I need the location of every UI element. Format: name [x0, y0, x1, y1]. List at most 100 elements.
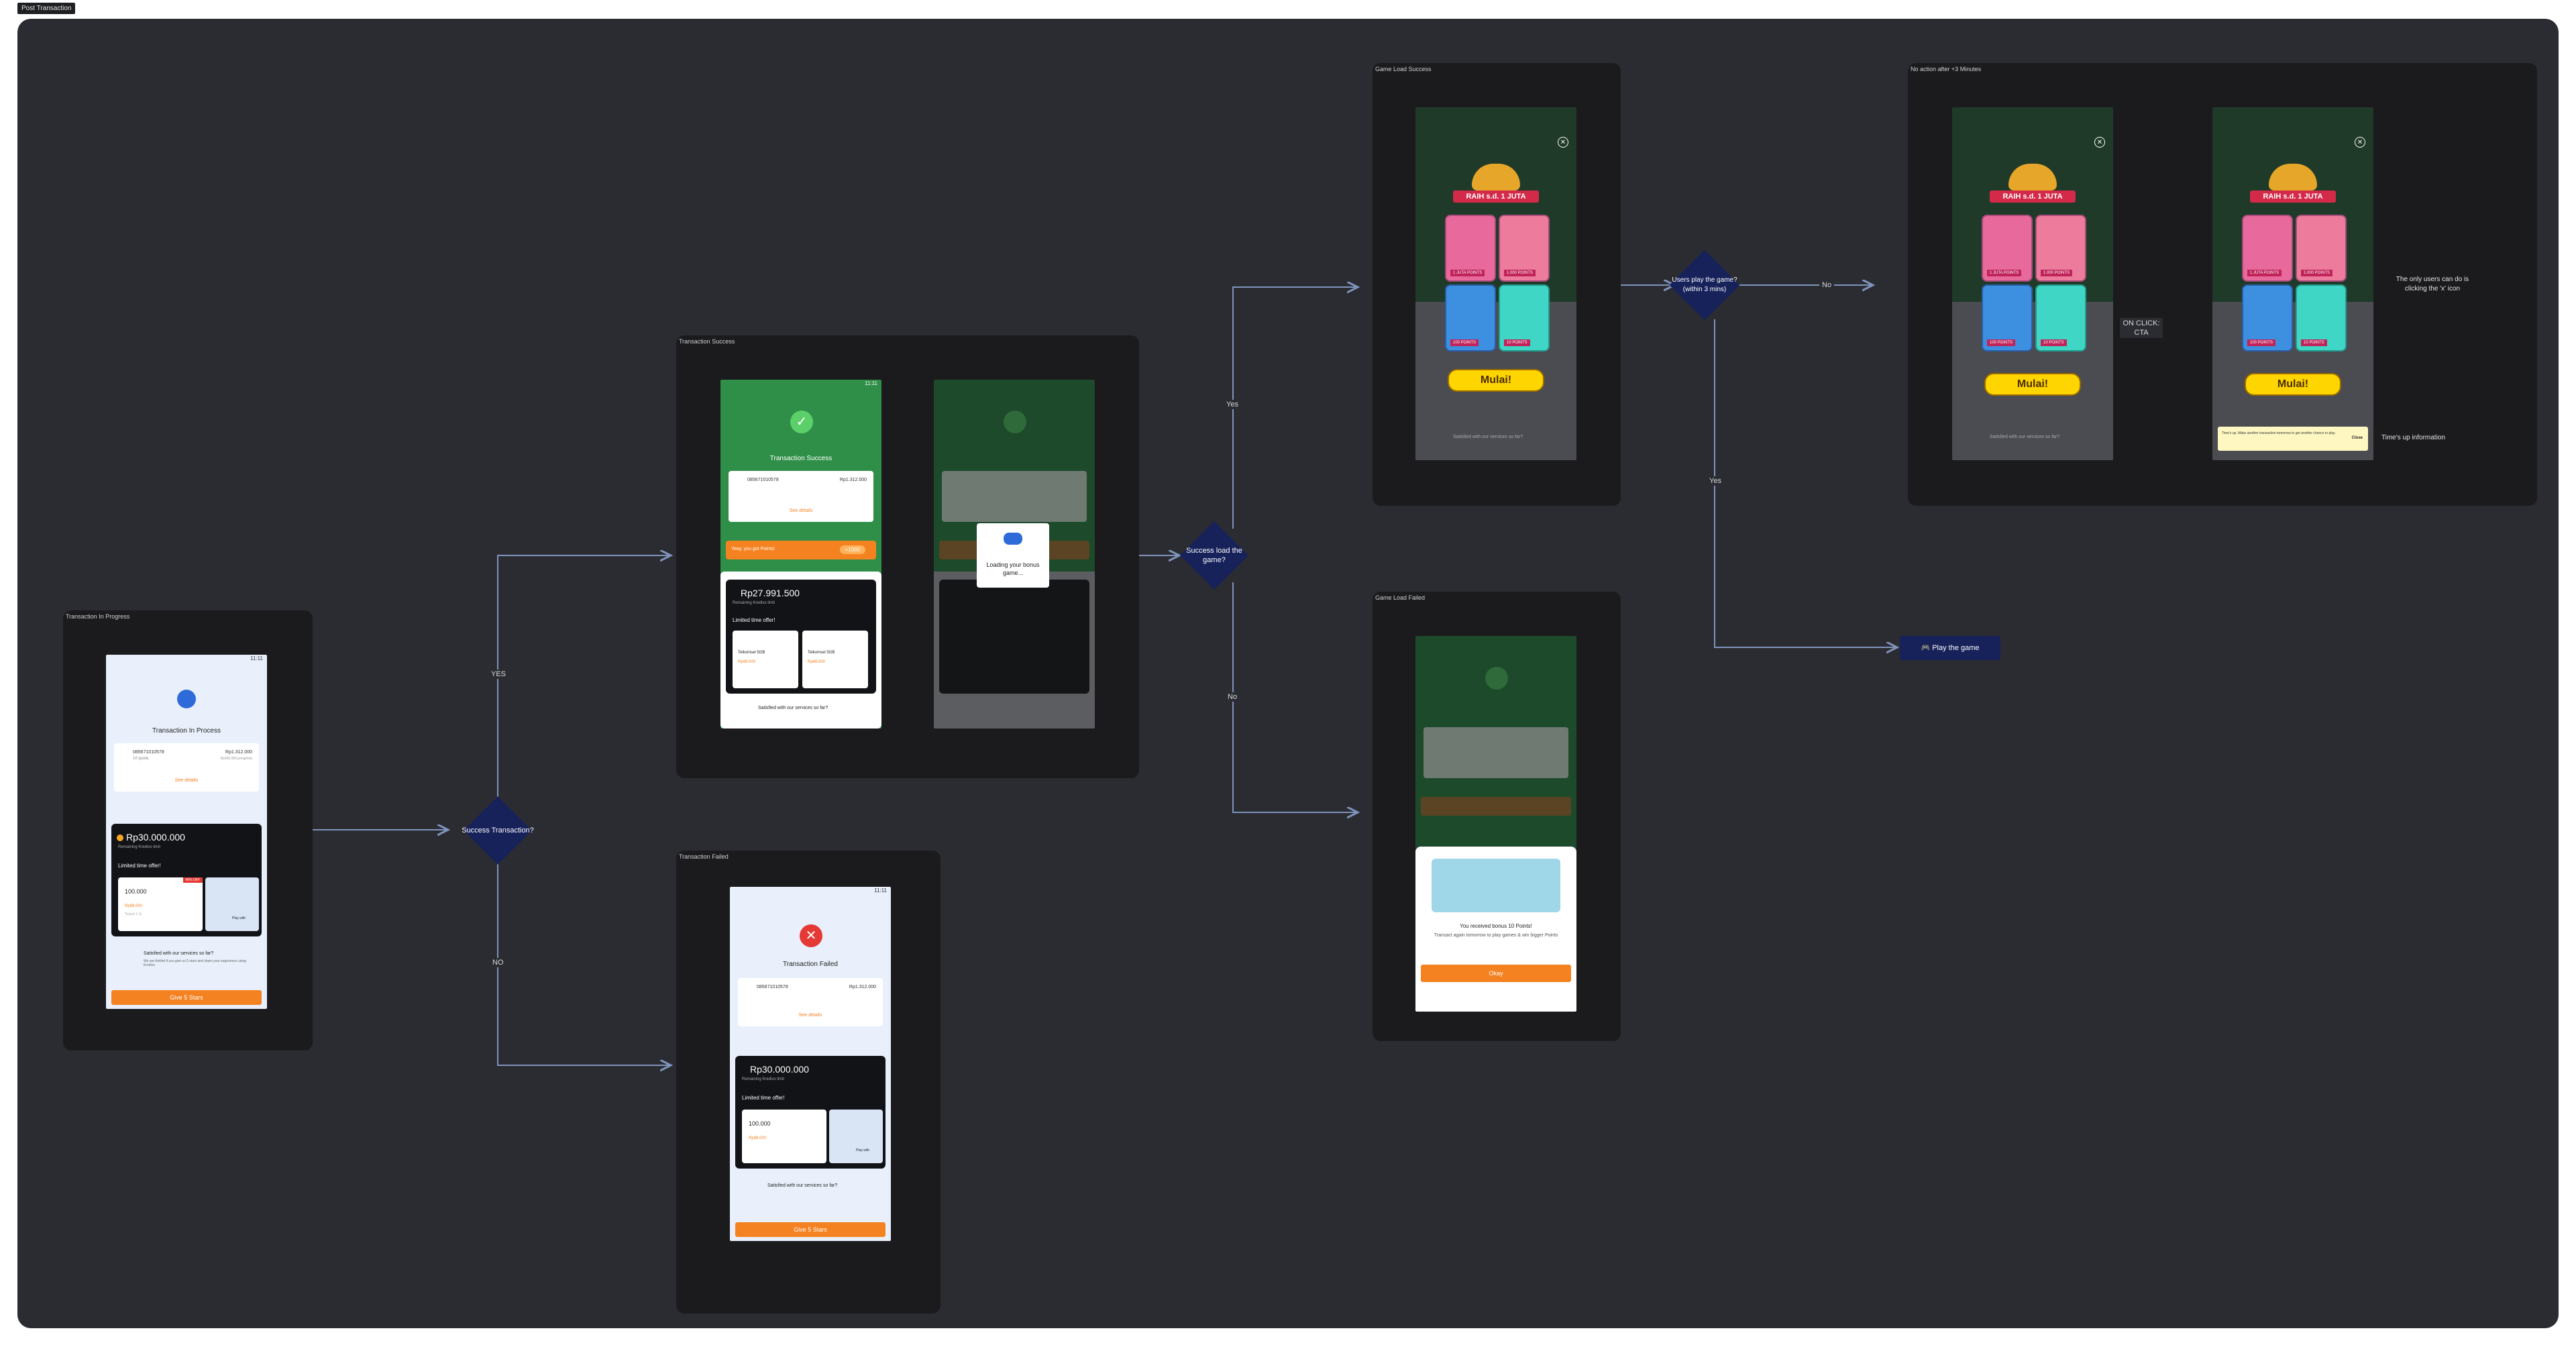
okay-button[interactable]: Okay — [1421, 965, 1571, 982]
offer-card[interactable]: 100.000 Rp98.000 Terjual 1.1k 40% OFF — [118, 877, 203, 931]
points-value: +1000 — [839, 545, 865, 554]
close-icon[interactable]: ✕ — [2355, 137, 2365, 148]
offer-price: Rp98.000 — [749, 1136, 767, 1140]
transaction-title: Transaction Success — [769, 455, 833, 462]
bonus-sheet: You received bonus 10 Points! Transact a… — [1415, 847, 1576, 1012]
offer-card[interactable]: 100.000 Rp98.000 — [742, 1110, 826, 1163]
close-button[interactable]: Close — [2351, 436, 2363, 440]
edge-label-yes: YES — [488, 669, 509, 679]
mulai-button[interactable]: Mulai! — [1984, 373, 2081, 396]
mulai-button[interactable]: Mulai! — [2245, 373, 2341, 396]
balance: Rp30.000.000 — [126, 832, 185, 843]
offer-value: 100.000 — [125, 888, 147, 895]
close-icon[interactable]: ✕ — [1558, 137, 1568, 148]
see-details-link[interactable]: See details — [798, 1013, 822, 1018]
status-bar: 11:11 — [874, 887, 887, 894]
quota: 10 quota — [133, 757, 149, 761]
frame-label: No action after +3 Minutes — [1911, 66, 1982, 72]
game-card-teal[interactable]: 10 POINTS — [1499, 284, 1550, 352]
give-stars-button[interactable]: Give 5 Stars — [111, 990, 262, 1005]
satisfied-sub: We are thrilled if you give us 5 stars a… — [144, 959, 247, 967]
dim-dark-card — [939, 580, 1089, 694]
frame-label: Game Load Success — [1375, 66, 1432, 72]
frame-label: Transaction In Progress — [66, 613, 130, 620]
dim-banner — [1421, 797, 1571, 816]
dim-card — [1424, 727, 1568, 778]
phone-number: 085671010578 — [133, 750, 164, 755]
play-with: Play with — [856, 1148, 870, 1152]
dim-check-icon — [1485, 667, 1508, 690]
status-bar: 11:11 — [865, 380, 877, 386]
edge-label-no: NO — [490, 958, 506, 967]
coin-pile-icon — [2269, 164, 2317, 191]
limited-offer: Limited time offer! — [733, 617, 775, 623]
gamepad-icon: 🎮 — [1921, 644, 1931, 652]
bonus-illustration — [1432, 859, 1560, 912]
game-card-rose[interactable]: 1.000 POINTS — [1499, 215, 1550, 282]
game-card-rose[interactable]: 1.000 POINTS — [2296, 215, 2347, 282]
ribbon-banner: RAIH s.d. 1 JUTA — [2250, 191, 2336, 203]
balance: Rp27.991.500 — [741, 588, 800, 598]
edge-users-yes — [1714, 319, 1897, 647]
transaction-card: 085671010578 Rp1.312.000 See details — [738, 978, 883, 1026]
offer-price: Rp98.000 — [125, 904, 143, 908]
edge-label-yes: Yes — [1707, 476, 1724, 486]
phone-number: 085671010578 — [747, 478, 779, 482]
offer-title: Telkomsel 5GB — [808, 651, 835, 655]
offer-card[interactable]: Telkomsel 5GB Rp48.000 — [802, 631, 868, 688]
card-points: 1.000 POINTS — [2301, 270, 2333, 276]
gamepad-icon — [1004, 533, 1022, 545]
limit-card: Rp30.000.000 Remaining Kredivo limit Lim… — [111, 824, 262, 936]
game-card-pink[interactable]: 1 JUTA POINTS — [2242, 215, 2293, 282]
ribbon-banner: RAIH s.d. 1 JUTA — [1453, 191, 1539, 203]
decision-text: Success load the game? — [1186, 547, 1242, 564]
phone-success: 11:11 ✓ Transaction Success 085671010578… — [720, 380, 881, 729]
mulai-button[interactable]: Mulai! — [1448, 369, 1544, 392]
game-card-teal[interactable]: 10 POINTS — [2035, 284, 2086, 352]
phone-failed: 11:11 ✕ Transaction Failed 085671010578 … — [730, 887, 891, 1241]
note-close-only: The only users can do is clicking the 'x… — [2396, 276, 2469, 292]
timesup-message: Time's up. Make another transaction tomo… — [2222, 431, 2336, 435]
game-card-blue[interactable]: 100 POINTS — [2242, 284, 2293, 352]
phone-game-no-action-1: ✕ RAIH s.d. 1 JUTA 1 JUTA POINTS 1.000 P… — [1952, 107, 2113, 460]
close-icon[interactable]: ✕ — [2094, 137, 2105, 148]
game-card-pink[interactable]: 1 JUTA POINTS — [1445, 215, 1496, 282]
remaining-label: Remaining Kredivo limit — [742, 1077, 785, 1081]
decision-text: Success Transaction? — [462, 826, 534, 834]
satisfied-title: Satisfied with our services so far? — [767, 1183, 838, 1188]
bonus-title: You received bonus 10 Points! — [1460, 923, 1532, 929]
dim-check-icon — [1004, 411, 1026, 433]
card-points: 1 JUTA POINTS — [1450, 270, 1485, 276]
bonus-sub: Transact again tomorrow to play games & … — [1434, 933, 1558, 938]
points-text: Yeay, you got Points! — [731, 547, 775, 551]
offer-value: 100.000 — [749, 1120, 771, 1127]
game-card-teal[interactable]: 10 POINTS — [2296, 284, 2347, 352]
game-card-pink[interactable]: 1 JUTA POINTS — [1982, 215, 2033, 282]
card-points: 1.000 POINTS — [2041, 270, 2073, 276]
coin-pile-icon — [2008, 164, 2057, 191]
game-card-rose[interactable]: 1.000 POINTS — [2035, 215, 2086, 282]
limit-card: Rp30.000.000 Remaining Kredivo limit Lim… — [735, 1056, 885, 1169]
transaction-title: Transaction Failed — [783, 961, 838, 968]
card-points: 1 JUTA POINTS — [2247, 270, 2282, 276]
see-details-link[interactable]: See details — [789, 508, 813, 513]
clock-icon — [177, 690, 196, 708]
satisfied-title: Satisfied with our services so far? — [1453, 435, 1523, 439]
edge-label-cta: ON CLICK: CTA — [2120, 318, 2163, 338]
edge-decision-yes — [497, 555, 671, 797]
game-card-blue[interactable]: 100 POINTS — [1445, 284, 1496, 352]
note-times-up: Time's up information — [2381, 434, 2445, 441]
transaction-card: 085671010578 Rp1.312.000 See details — [729, 471, 873, 522]
game-card-blue[interactable]: 100 POINTS — [1982, 284, 2033, 352]
give-stars-button[interactable]: Give 5 Stars — [735, 1222, 885, 1237]
dim-card — [942, 471, 1087, 522]
coin-icon — [117, 834, 123, 841]
offer-price: Rp48.000 — [738, 660, 756, 664]
frame-label: Transaction Success — [679, 338, 735, 345]
play-card[interactable]: Play with — [205, 877, 259, 931]
see-details-link[interactable]: See details — [174, 778, 199, 783]
offer-price: Rp48.000 — [808, 660, 826, 664]
limited-offer: Limited time offer! — [742, 1095, 785, 1101]
offer-card[interactable]: Telkomsel 5GB Rp48.000 — [733, 631, 798, 688]
play-card[interactable]: Play with — [829, 1110, 883, 1163]
